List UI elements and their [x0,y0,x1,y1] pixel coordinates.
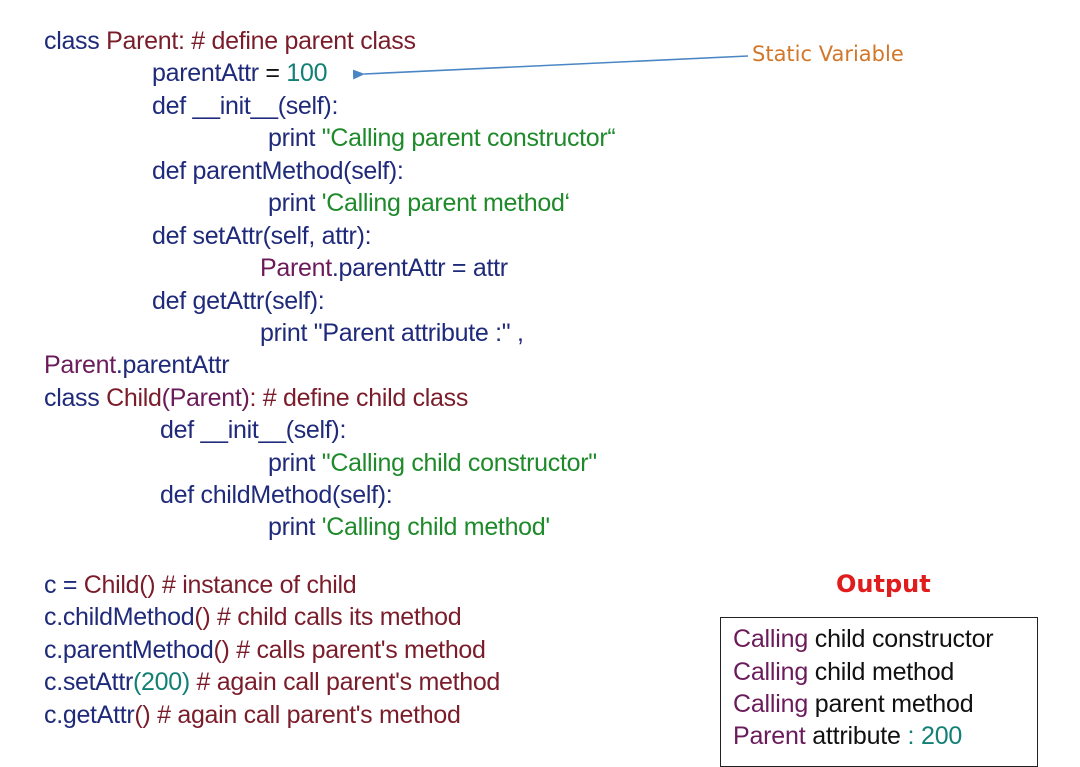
method-call: c.getAttr [44,701,135,729]
output-text: child constructor [808,625,994,653]
code-line-def-child-init: def __init__(self): [160,415,346,445]
comment: () # again call parent's method [134,701,461,729]
output-line: Parent attribute : 200 [733,721,962,751]
comment: () # calls parent's method [213,636,486,664]
class-name: Parent [106,27,178,55]
output-line: Calling parent method [733,689,974,719]
def: def setAttr [152,222,263,250]
identifier: parentAttr [152,59,259,87]
class-name: Child [106,384,162,412]
class-ref: Parent [260,254,332,282]
code-line-print-parent-constructor: print "Calling parent constructor“ [268,123,616,153]
print-keyword: print [268,513,322,541]
code-line-instance: c = Child() # instance of child [44,570,357,600]
comment: : # define child class [249,384,469,412]
output-word: Parent [733,722,806,750]
output-word: Calling [733,625,809,653]
string: "Calling child constructor" [321,449,597,477]
assignment: .parentAttr = attr [331,254,508,282]
comment: () # child calls its method [194,603,462,631]
code-line-def-parent-method: def parentMethod(self): [152,156,404,186]
params: (self): [264,287,325,315]
def: def __init__ [152,92,278,120]
keyword: class [44,27,107,55]
code-line-print-parent-method: print 'Calling parent method‘ [268,188,570,218]
def: def getAttr [152,287,265,315]
code-line-class-parent: class Parent: # define parent class [44,26,416,56]
print-keyword: print [268,124,322,152]
code-line-def-get-attr: def getAttr(self): [152,286,325,316]
output-value: : 200 [900,722,963,750]
print-keyword: print [268,449,322,477]
code-line-parent-parent-attr: Parent.parentAttr [44,350,230,380]
method-call: c.parentMethod [44,636,214,664]
print-keyword: print [268,189,322,217]
string: 'Calling child method' [321,513,550,541]
params: (self): [277,92,339,120]
code-line-parent-attr: parentAttr = 100 [152,58,327,88]
def: def __init__ [160,416,286,444]
params: (self): [285,416,347,444]
operator: = [258,59,287,87]
base-class: (Parent) [161,384,250,412]
params: (self): [343,157,404,185]
code-line-call-set-attr: c.setAttr(200) # again call parent's met… [44,667,500,697]
def: def childMethod [160,481,333,509]
keyword: class [44,384,107,412]
code-line-def-child-method: def childMethod(self): [160,480,393,510]
code-line-call-child-method: c.childMethod() # child calls its method [44,602,462,632]
method-call: c.childMethod [44,603,195,631]
output-text: child method [808,658,955,686]
params: (self, attr): [262,222,372,250]
code-line-def-set-attr: def setAttr(self, attr): [152,221,372,251]
code-line-print-child-constructor: print "Calling child constructor" [268,448,597,478]
output-word: Calling [733,658,809,686]
code-line-print-child-method: print 'Calling child method' [268,512,550,542]
comment: # again call parent's method [189,668,501,696]
annotation-label: Static Variable [752,42,904,66]
code-line-call-get-attr: c.getAttr() # again call parent's method [44,700,461,730]
print-keyword: print [260,319,314,347]
argument: (200) [133,668,190,696]
comment: : # define parent class [177,27,416,55]
code-line-assign-parent-attr: Parent.parentAttr = attr [260,253,508,283]
variable: c = [44,571,84,599]
string: "Calling parent constructor“ [321,124,616,152]
string: 'Calling parent method‘ [321,189,570,217]
output-line: Calling child method [733,657,954,687]
def: def parentMethod [152,157,344,185]
code-line-call-parent-method: c.parentMethod() # calls parent's method [44,635,486,665]
code-line-class-child: class Child(Parent): # define child clas… [44,383,468,413]
method-call: c.setAttr [44,668,133,696]
code-line-print-parent-attribute: print "Parent attribute :" , [260,318,524,348]
string: "Parent attribute :" , [313,319,524,347]
code-line-def-init: def __init__(self): [152,91,338,121]
output-text: parent method [808,690,974,718]
output-box: Calling child constructor Calling child … [720,617,1038,767]
output-text: attribute [805,722,901,750]
output-title: Output [836,570,931,598]
output-line: Calling child constructor [733,624,994,654]
attribute: .parentAttr [115,351,230,379]
comment: Child() # instance of child [83,571,357,599]
number: 100 [286,59,328,87]
class-ref: Parent [44,351,116,379]
params: (self): [332,481,393,509]
output-word: Calling [733,690,809,718]
